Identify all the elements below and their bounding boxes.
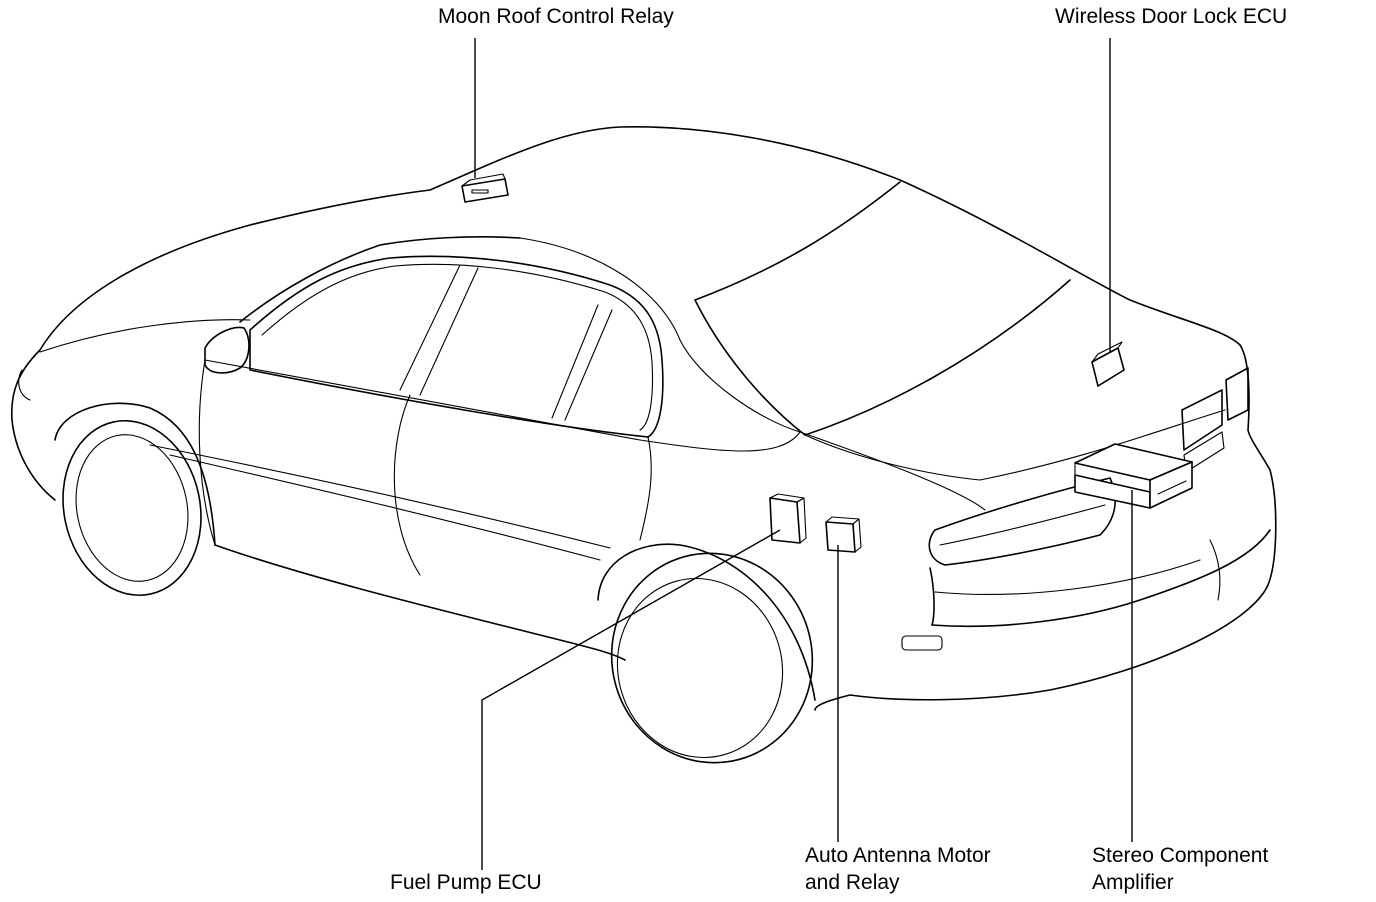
- label-stereo-component-amplifier-line1: Stereo Component: [1092, 844, 1269, 867]
- stereo-amplifier-part: [1074, 443, 1193, 509]
- label-auto-antenna-motor-line2: and Relay: [805, 871, 900, 894]
- label-wireless-door-lock-ecu: Wireless Door Lock ECU: [1055, 5, 1288, 28]
- leader-fuel-pump: [481, 529, 781, 870]
- label-stereo-component-amplifier-line2: Amplifier: [1092, 871, 1174, 894]
- wireless-door-lock-ecu-part: [1091, 341, 1125, 387]
- car-body: [10, 126, 1277, 711]
- label-auto-antenna-motor-line1: Auto Antenna Motor: [805, 844, 991, 867]
- moon-roof-relay-part: [461, 173, 509, 203]
- label-moon-roof-control-relay: Moon Roof Control Relay: [438, 5, 674, 28]
- rear-wheel: [597, 543, 816, 764]
- leader-lines: [474, 38, 1133, 870]
- fuel-pump-ecu-part: [769, 493, 807, 544]
- auto-antenna-motor-part: [825, 516, 862, 553]
- label-fuel-pump-ecu: Fuel Pump ECU: [390, 871, 542, 894]
- front-wheel: [54, 402, 216, 597]
